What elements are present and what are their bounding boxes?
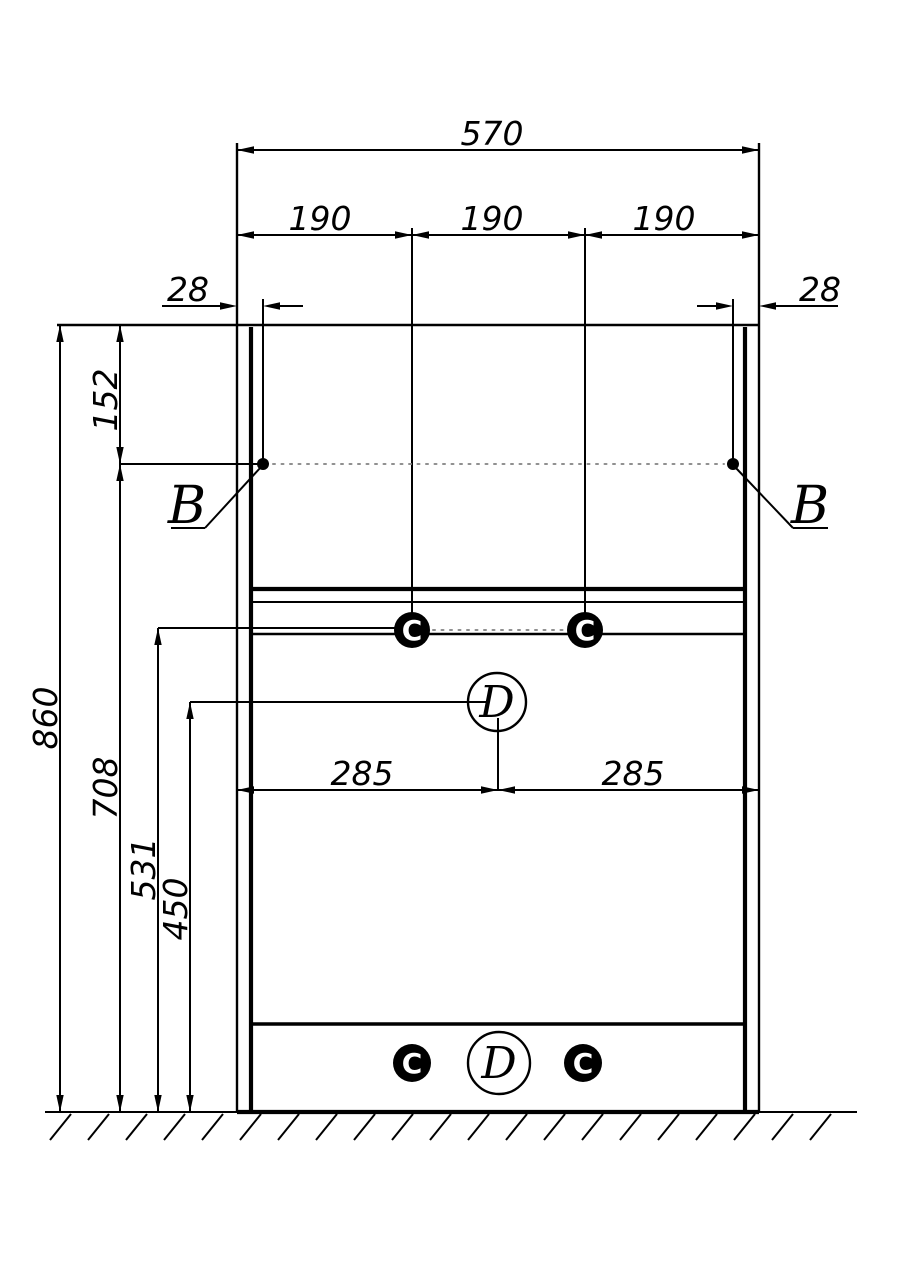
dim-190-label-2: 190	[461, 199, 524, 238]
cabinet-outline	[45, 143, 857, 1115]
callout-b-right: B	[790, 476, 829, 536]
dim-190-label-3: 190	[633, 199, 696, 238]
dim-section-widths: 190 190 190	[237, 199, 759, 630]
callout-b-left: B	[167, 476, 206, 536]
dim-28-left-label: 28	[167, 270, 209, 309]
dim-860-label: 860	[26, 687, 65, 750]
callout-d-upper: D	[478, 677, 514, 728]
callout-c-upper-right: C	[575, 614, 596, 647]
dim-285-right-label: 285	[602, 754, 665, 793]
callout-d-bottom: D	[480, 1038, 516, 1089]
dim-side-offset-right: 28	[697, 270, 841, 462]
dim-570-label: 570	[461, 114, 524, 153]
ground-hatching	[49, 1113, 832, 1141]
dim-half-widths: 285 285	[237, 718, 759, 794]
dim-28-right-label: 28	[799, 270, 841, 309]
dim-total-width: 570	[237, 114, 759, 154]
callout-c-bottom-right: C	[573, 1047, 594, 1080]
dim-left-column: 860 152 708 531 450	[26, 325, 488, 1112]
dim-285-left-label: 285	[331, 754, 394, 793]
dim-450-label: 450	[156, 878, 195, 941]
knob-marker-bottom	[466, 1030, 532, 1096]
dim-190-label-1: 190	[289, 199, 352, 238]
dim-side-offset-left: 28	[162, 270, 303, 462]
slide-marker-bottom-left	[393, 1044, 431, 1082]
dim-152-label: 152	[86, 369, 125, 432]
dim-531-label: 531	[124, 838, 163, 901]
slide-marker-bottom-right	[564, 1044, 602, 1082]
callout-c-upper-left: C	[402, 614, 423, 647]
callout-c-bottom-left: C	[402, 1047, 423, 1080]
callout-letters: C C D C C D	[402, 614, 596, 1089]
dim-708-label: 708	[86, 757, 125, 820]
hinge-markers: B B	[167, 458, 829, 536]
